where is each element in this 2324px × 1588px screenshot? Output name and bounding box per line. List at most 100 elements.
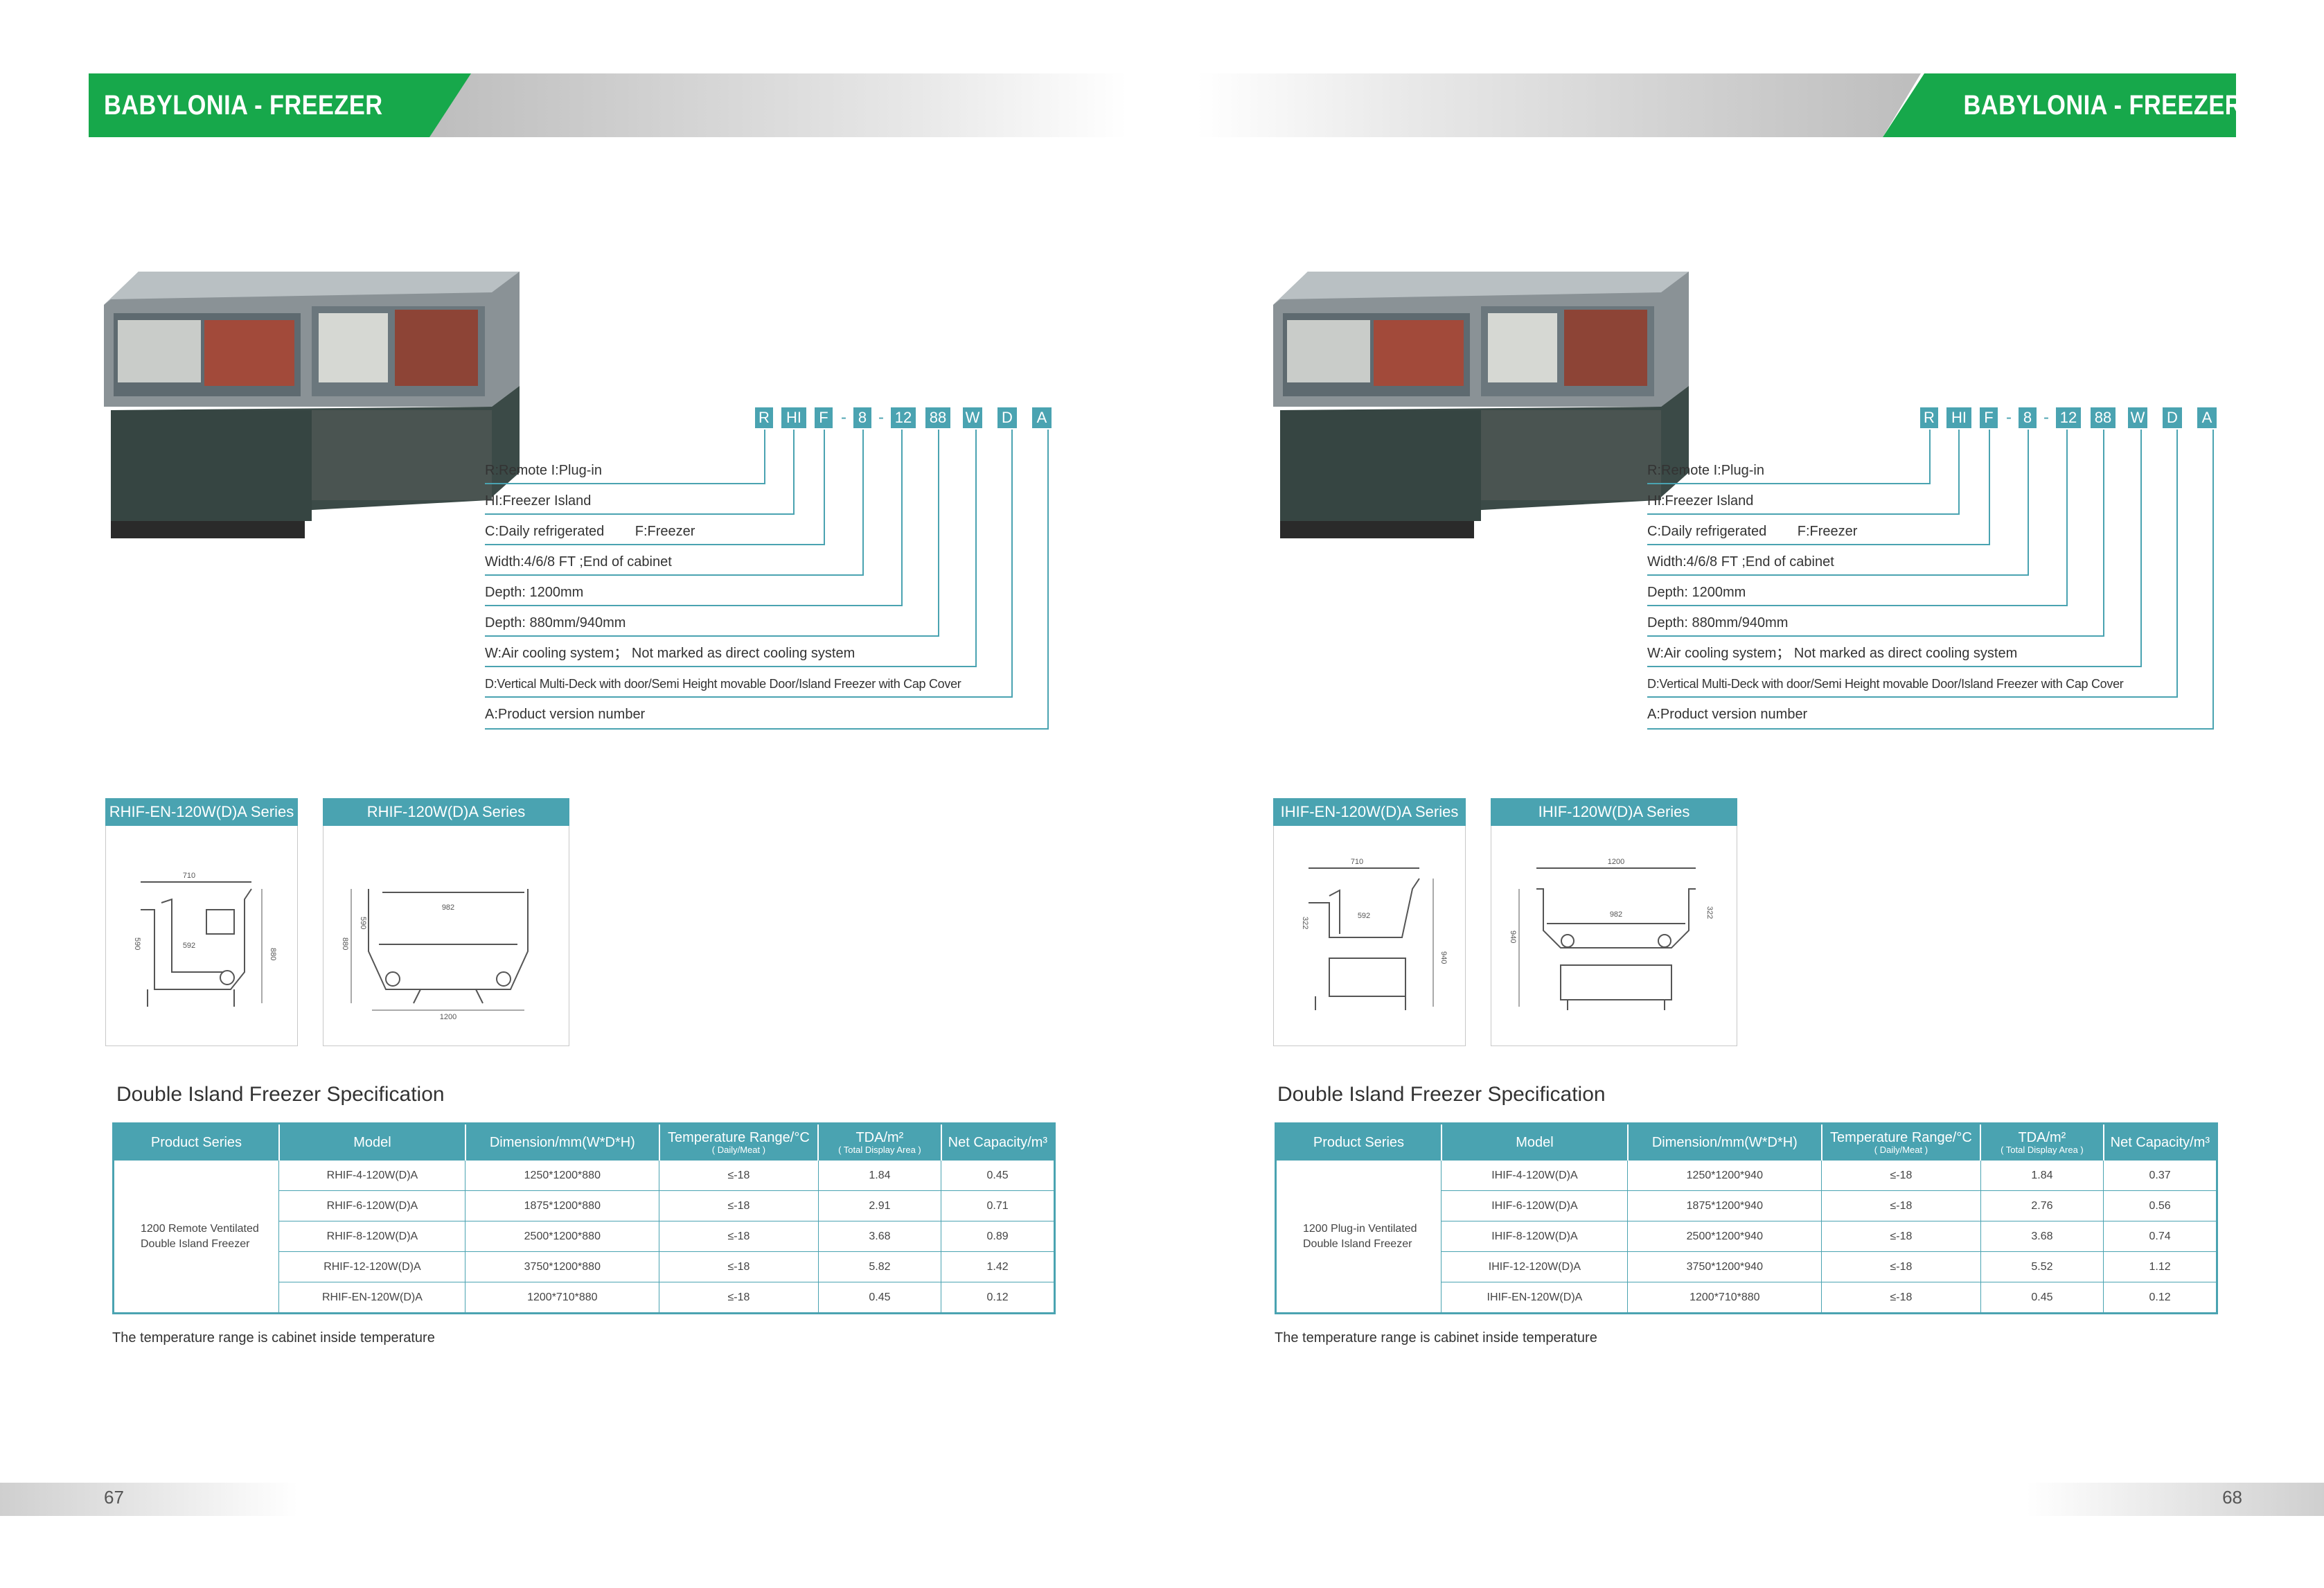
code-hi: HI [781,407,806,428]
col-header: Model [1441,1123,1629,1161]
table-cell: 5.82 [818,1251,942,1282]
table-cell: ≤-18 [659,1282,819,1314]
table-cell: 1.84 [818,1161,942,1191]
header-band [1197,73,2236,137]
cross-section-a: 710 592 940 322 [1301,858,1448,1010]
desc-line-1: R:Remote I:Plug-in [485,463,602,478]
table-cell: 3750*1200*940 [1627,1251,1822,1282]
code-dash: - [2006,408,2012,427]
table-cell: 1250*1200*880 [465,1161,660,1191]
page-number: 67 [104,1487,124,1508]
series-diagram-b: IHIF-120W(D)A Series 1200 982 940 322 [1491,798,1737,1046]
table-cell: RHIF-EN-120W(D)A [278,1282,466,1314]
series-diagram-b: RHIF-120W(D)A Series 982 1200 880 590 [323,798,569,1046]
dim-a-2: 592 [183,942,195,950]
desc-line-5: Depth: 1200mm [1647,585,1746,600]
table-cell: 0.45 [1980,1282,2104,1314]
table-cell: ≤-18 [659,1251,819,1282]
table-cell: 0.12 [2149,1291,2171,1303]
code-d: D [2163,407,2182,428]
col-header: Dimension/mm(W*D*H) [465,1123,660,1161]
temperature-note: The temperature range is cabinet inside … [1275,1330,1597,1346]
table-cell: 0.45 [941,1161,1055,1191]
table-cell: ≤-18 [1821,1190,1981,1221]
table-row: IHIF-EN-120W(D)A 1200*710*880 ≤-18 0.45 … [1276,1282,2217,1314]
desc-line-9: A:Product version number [485,707,646,722]
dim-a-3: 940 [1439,951,1448,964]
table-cell: 0.37 [2103,1161,2217,1191]
code-depth: 12 [2056,407,2081,428]
desc-line-8: D:Vertical Multi-Deck with door/Semi Hei… [1647,677,2124,691]
header-title: BABYLONIA - FREEZER [1963,90,2242,121]
desc-line-1: R:Remote I:Plug-in [1647,463,1764,478]
page-left: BABYLONIA - FREEZER R HI F - 8 - 12 88 W… [0,73,1128,1516]
series-title-a: RHIF-EN-120W(D)A Series [105,798,298,826]
table-cell: 0.89 [941,1221,1055,1252]
table-cell: 1250*1200*940 [1627,1161,1822,1191]
code-a: A [1032,407,1052,428]
code-f: F [1980,407,1998,428]
desc-line-2: HI:Freezer Island [1647,493,1754,509]
table-cell: RHIF-6-120W(D)A [278,1190,466,1221]
code-hi: HI [1946,407,1971,428]
col-header: Model [278,1123,466,1161]
code-r: R [1920,407,1938,428]
series-title-a: IHIF-EN-120W(D)A Series [1273,798,1466,826]
table-row: IHIF-6-120W(D)A 1875*1200*940 ≤-18 2.76 … [1276,1190,2217,1221]
series-title-b: RHIF-120W(D)A Series [323,798,569,826]
spec-table: Product Series Model Dimension/mm(W*D*H)… [112,1122,1056,1314]
col-header: TDA/m²( Total Display Area ) [818,1123,942,1161]
table-row: RHIF-EN-120W(D)A 1200*710*880 ≤-18 0.45 … [114,1282,1055,1314]
dim-b-2: 982 [1610,910,1622,919]
code-width: 8 [2019,407,2037,428]
table-row: IHIF-12-120W(D)A 3750*1200*940 ≤-18 5.52… [1276,1251,2217,1282]
product-series-cell: 1200 Remote Ventilated Double Island Fre… [113,1161,280,1314]
desc-line-7: W:Air cooling system； Not marked as dire… [1647,646,2018,661]
dim-b-3: 880 [341,937,349,950]
freezer-product-image [1273,272,1689,538]
table-cell: 1.84 [1980,1161,2104,1191]
table-cell: RHIF-8-120W(D)A [278,1221,466,1252]
header-band [89,73,1128,137]
table-row: RHIF-12-120W(D)A 3750*1200*880 ≤-18 5.82… [114,1251,1055,1282]
table-cell: ≤-18 [1821,1221,1981,1252]
dim-b-2: 1200 [440,1013,456,1021]
model-code: R HI F - 8 - 12 88 W D A [755,407,1060,431]
table-cell: 3.68 [1980,1221,2104,1252]
table-row: RHIF-8-120W(D)A 2500*1200*880 ≤-18 3.68 … [114,1221,1055,1252]
col-header: Temperature Range/°C( Daily/Meat ) [659,1123,819,1161]
desc-line-2: HI:Freezer Island [485,493,592,509]
desc-line-4: Width:4/6/8 FT ;End of cabinet [1647,554,1834,570]
col-header: Product Series [113,1123,280,1161]
series-diagram-a: RHIF-EN-120W(D)A Series 710 592 880 590 [105,798,298,1046]
dim-a-1: 710 [1351,858,1363,866]
table-row: IHIF-8-120W(D)A 2500*1200*940 ≤-18 3.68 … [1276,1221,2217,1252]
dim-a-4: 322 [1301,917,1309,929]
freezer-product-image [104,272,520,538]
code-dash: - [878,408,884,427]
table-cell: IHIF-4-120W(D)A [1441,1161,1629,1191]
table-header-row: Product Series Model Dimension/mm(W*D*H)… [1275,1123,2217,1161]
col-header: TDA/m²( Total Display Area ) [1980,1123,2104,1161]
table-row: RHIF-6-120W(D)A 1875*1200*880 ≤-18 2.91 … [114,1190,1055,1221]
table-cell: ≤-18 [659,1221,819,1252]
desc-line-6: Depth: 880mm/940mm [1647,615,1789,630]
table-cell: IHIF-6-120W(D)A [1441,1190,1629,1221]
table-cell: RHIF-12-120W(D)A [278,1251,466,1282]
table-cell: 0.12 [986,1291,1009,1303]
product-series-cell: 1200 Plug-in Ventilated Double Island Fr… [1275,1161,1442,1314]
code-d: D [997,407,1017,428]
footer-band [2026,1483,2324,1516]
spec-title: Double Island Freezer Specification [116,1083,445,1106]
table-cell: 1875*1200*880 [465,1190,660,1221]
table-cell: ≤-18 [659,1161,819,1191]
spec-table: Product Series Model Dimension/mm(W*D*H)… [1275,1122,2218,1314]
code-r: R [755,407,773,428]
temperature-note: The temperature range is cabinet inside … [112,1330,435,1346]
code-w: W [963,407,982,428]
spec-title: Double Island Freezer Specification [1277,1083,1606,1106]
col-header: Net Capacity/m³ [2103,1123,2217,1161]
col-header: Dimension/mm(W*D*H) [1627,1123,1822,1161]
desc-line-6: Depth: 880mm/940mm [485,615,626,630]
cross-section-b: 982 1200 880 590 [341,889,529,1021]
